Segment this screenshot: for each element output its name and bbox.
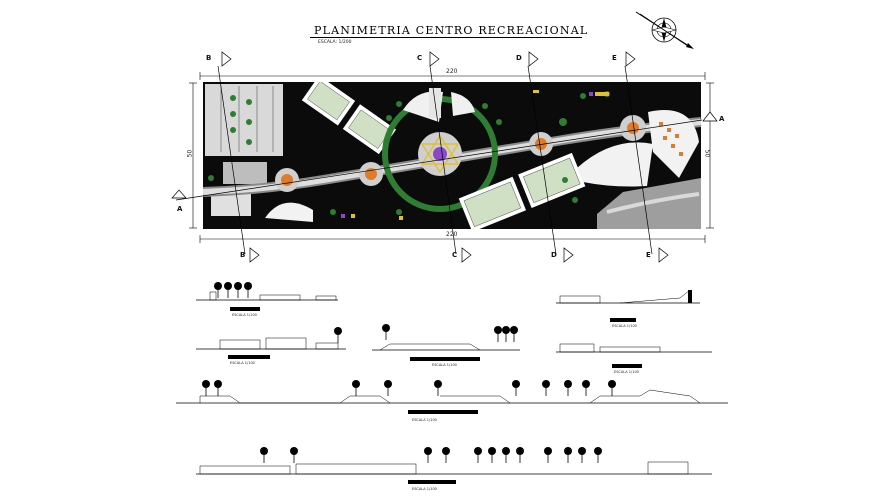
section-marker-right-a: A <box>719 115 725 123</box>
dimension-bottom: 220 <box>446 231 458 238</box>
site-plan <box>203 82 701 229</box>
elevation-4 <box>372 323 520 361</box>
page-title: PLANIMETRIA CENTRO RECREACIONAL <box>314 24 589 37</box>
section-marker-bottom-b: B <box>240 251 246 259</box>
section-marker-top-c: C <box>417 54 423 62</box>
section-marker-left-a: A <box>177 205 183 213</box>
elevation-6 <box>176 379 728 414</box>
elevation-scale-4: ESCALA 1/100 <box>432 363 457 367</box>
elevation-1 <box>196 281 338 311</box>
elevation-3 <box>196 326 346 359</box>
elevation-scale-1: ESCALA 1/100 <box>232 313 257 317</box>
elevation-2 <box>556 289 700 322</box>
elevation-scale-5: ESCALA 1/100 <box>614 370 639 374</box>
plan-scale: ESCALA: 1/200 <box>318 40 352 45</box>
elevation-scale-2: ESCALA 1/100 <box>612 324 637 328</box>
section-marker-top-b: B <box>206 54 212 62</box>
section-marker-bottom-c: C <box>452 251 458 259</box>
section-marker-bottom-e: E <box>646 251 651 259</box>
title-underline <box>310 37 582 38</box>
elevation-scale-6: ESCALA 1/100 <box>412 418 437 422</box>
elevation-7 <box>196 446 712 484</box>
section-marker-bottom-d: D <box>551 251 557 259</box>
dimension-top: 220 <box>446 68 458 75</box>
section-marker-top-d: D <box>516 54 522 62</box>
elevation-scale-3: ESCALA 1/100 <box>230 361 255 365</box>
section-marker-top-e: E <box>612 54 617 62</box>
elevation-scale-7: ESCALA 1/100 <box>412 487 437 491</box>
elevation-5 <box>556 343 712 368</box>
north-compass-icon <box>635 11 694 49</box>
